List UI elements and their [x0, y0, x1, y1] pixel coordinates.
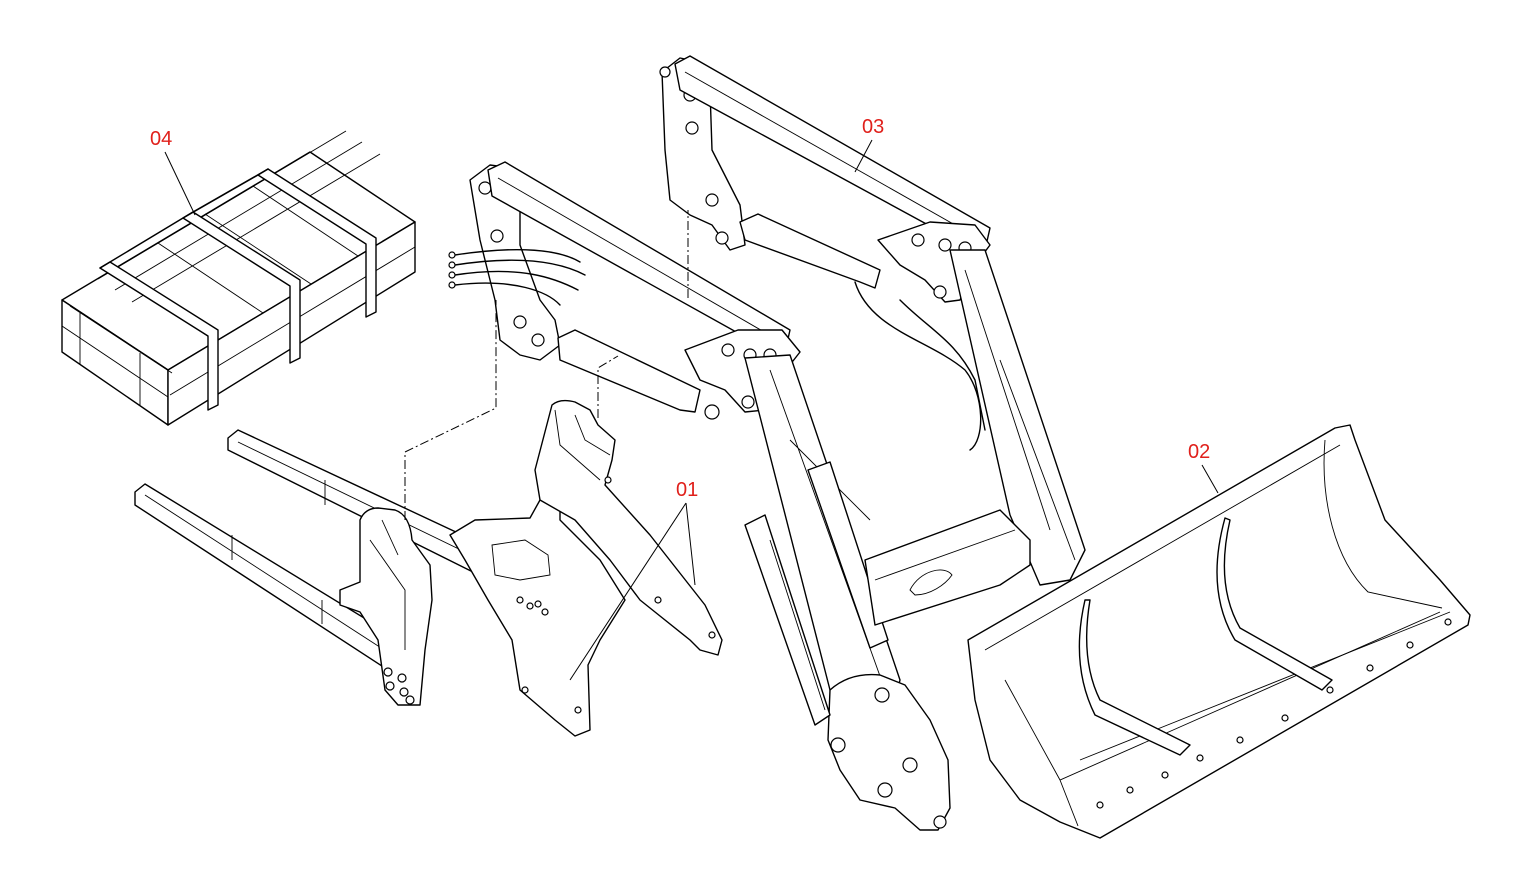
- bucket-edge-bolts: [1096, 618, 1452, 809]
- bucket: [967, 424, 1471, 839]
- mounting-brackets: [134, 399, 723, 737]
- callout-label-01: 01: [676, 479, 698, 501]
- callout-04: 04: [150, 128, 196, 216]
- alignment-lines: [404, 210, 689, 520]
- shipping-crate: [61, 130, 416, 426]
- loader-boom-assembly: [448, 55, 1086, 831]
- callout-label-03: 03: [862, 116, 884, 138]
- callout-01: 01: [569, 479, 698, 681]
- callout-02: 02: [1188, 441, 1219, 494]
- callout-03: 03: [854, 116, 884, 173]
- bolt-group-left: [383, 667, 415, 705]
- callout-label-04: 04: [150, 128, 172, 150]
- callout-label-02: 02: [1188, 441, 1210, 463]
